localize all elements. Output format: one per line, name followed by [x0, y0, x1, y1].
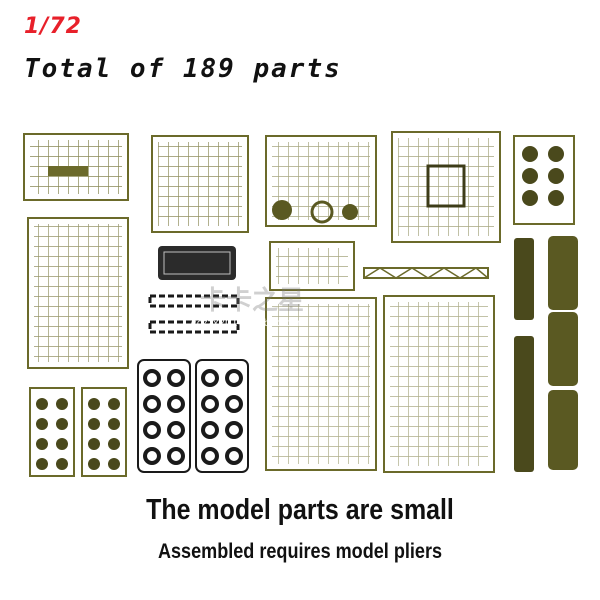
- caption-small-parts: The model parts are small: [146, 494, 454, 526]
- wheel-sprue-left: [29, 387, 75, 477]
- sprue-parts-illustration: [23, 131, 578, 477]
- sprue-frame-f: [27, 217, 129, 369]
- watermark-url: //czzx2014.taobao.com: [190, 318, 307, 329]
- sprue-frame-i: [383, 295, 495, 473]
- wheel-sprue-right: [81, 387, 127, 477]
- sprue-frame-b: [151, 135, 249, 233]
- parts-total-heading: Total of 189 parts: [24, 54, 342, 84]
- sprue-frame-d: [391, 131, 501, 243]
- sprue-frame-g: [269, 241, 355, 291]
- watermark-brand: 卡卡之星: [200, 286, 305, 316]
- sprue-frame-c: [265, 135, 377, 227]
- body-panel-parts: [514, 236, 578, 472]
- sprue-frame-h: [265, 297, 377, 471]
- track-links: [148, 294, 240, 334]
- tire-sprue-right: [195, 359, 249, 473]
- sprue-frame-a: [23, 133, 129, 201]
- caption-pliers: Assembled requires model pliers: [157, 540, 443, 563]
- scale-label: 1/72: [24, 14, 82, 39]
- tire-sprue-left: [137, 359, 191, 473]
- sprue-frame-e: [513, 135, 575, 225]
- truss-part: [363, 267, 489, 279]
- black-panel-part: [158, 246, 236, 280]
